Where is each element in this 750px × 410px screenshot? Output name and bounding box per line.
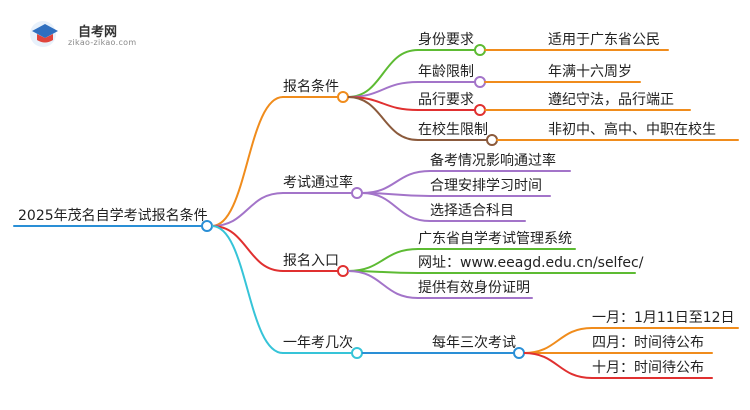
child-label: 网址：www.eeagd.edu.cn/selfec/ [418,255,644,271]
child-node[interactable] [474,76,486,88]
child-label: 备考情况影响通过率 [430,153,556,169]
child-connector [347,49,419,98]
detail-label: 非初中、高中、中职在校生 [548,122,716,138]
child-connector [347,270,419,299]
child-node[interactable] [474,104,486,116]
child-connector [361,192,431,222]
branch-connector [211,192,284,227]
child-label: 提供有效身份证明 [418,280,530,296]
child-label: 品行要求 [418,92,474,108]
sub-label: 十月：时间待公布 [592,360,704,376]
branch-label: 一年考几次 [283,335,353,351]
detail-label: 适用于广东省公民 [548,32,660,48]
child-label: 合理安排学习时间 [430,178,542,194]
child-label: 广东省自学考试管理系统 [418,231,572,247]
child-node[interactable] [486,134,498,146]
child-label: 身份要求 [418,32,474,48]
child-node[interactable] [474,44,486,56]
branch-connector [211,225,284,354]
sub-label: 四月：时间待公布 [592,335,704,351]
detail-label: 遵纪守法，品行端正 [548,92,674,108]
child-label: 每年三次考试 [432,335,516,351]
sub-label: 一月：1月11日至12日 [592,310,735,326]
branch-node[interactable] [351,347,363,359]
site-logo[interactable]: 自考网 zikao-zikao.com [28,18,168,50]
child-label: 选择适合科目 [430,203,514,219]
branch-label: 考试通过率 [283,175,353,191]
branch-node[interactable] [351,187,363,199]
logo-title: 自考网 [78,25,118,40]
sub-connector [523,327,593,354]
child-label: 在校生限制 [418,122,488,138]
detail-label: 年满十六周岁 [548,64,632,80]
branch-label: 报名入口 [283,253,339,269]
logo-subtitle: zikao-zikao.com [68,38,137,47]
child-connector [361,170,431,194]
branch-node[interactable] [337,265,349,277]
branch-node[interactable] [337,91,349,103]
child-label: 年龄限制 [418,64,474,80]
root-label: 2025年茂名自学考试报名条件 [18,208,208,224]
branch-connector [211,225,284,272]
child-connector [347,96,419,141]
branch-label: 报名条件 [283,79,339,95]
child-connector [347,248,419,272]
branch-connector [211,96,284,227]
sub-connector [523,352,593,379]
graduation-cap-icon [30,21,58,47]
